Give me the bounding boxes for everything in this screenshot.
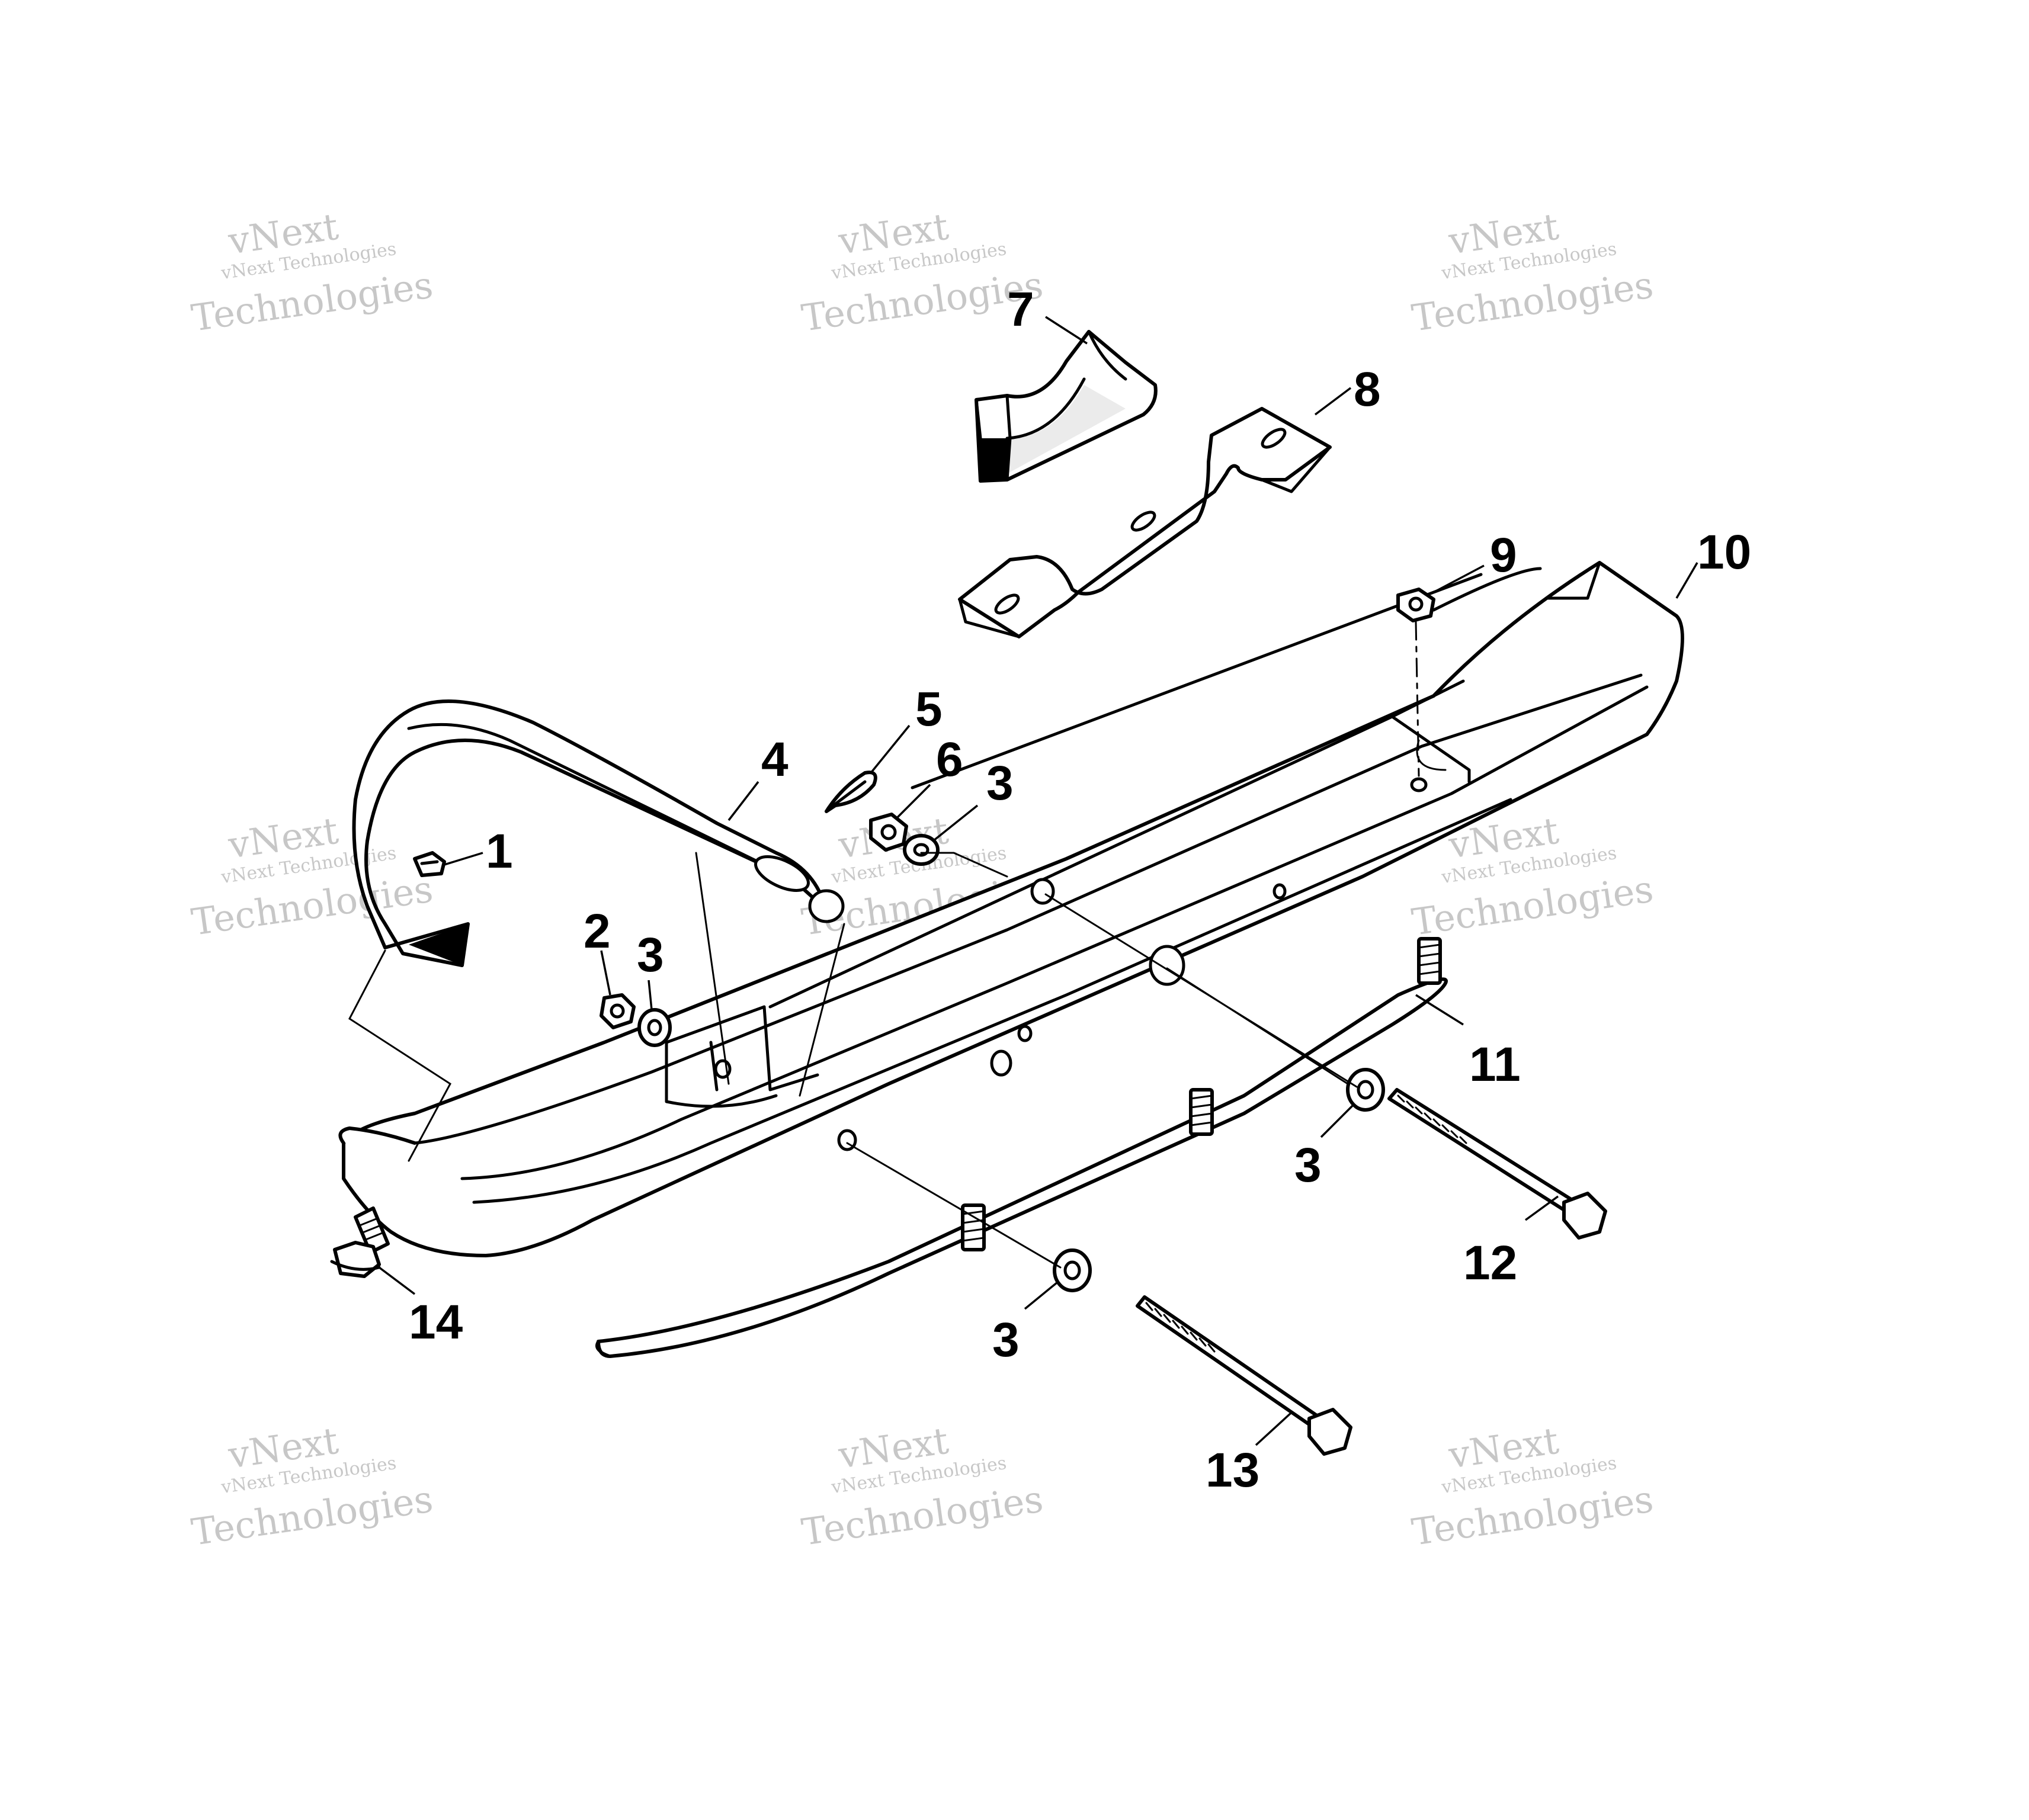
- callout-12: 12: [1463, 1236, 1517, 1290]
- watermark-tile: vNext vNext Technologies Technologies: [189, 1419, 435, 1554]
- part-cotter-pin: [825, 771, 877, 813]
- runner-stud: [1417, 937, 1442, 985]
- part-handle: [352, 699, 845, 967]
- watermark-tile: vNext vNext Technologies Technologies: [799, 1419, 1046, 1554]
- part-clip: [413, 851, 446, 877]
- part-bolt-12: [1387, 1088, 1607, 1240]
- part-runner: [595, 937, 1448, 1358]
- runner-stud: [1189, 1088, 1214, 1136]
- callout-leaders: [378, 316, 1698, 1446]
- callout-10: 10: [1697, 525, 1751, 579]
- watermark-tile: vNext vNext Technologies Technologies: [1409, 1419, 1656, 1554]
- part-washer: [637, 1008, 672, 1047]
- watermark-tile: vNext vNext Technologies Technologies: [1409, 205, 1656, 340]
- callout-4: 4: [761, 733, 788, 787]
- callout-3: 3: [1294, 1138, 1322, 1192]
- part-washer: [1053, 1248, 1092, 1292]
- callout-13: 13: [1206, 1443, 1259, 1497]
- callout-1: 1: [486, 824, 513, 878]
- callout-7: 7: [1007, 283, 1034, 336]
- assembly-lines: [348, 621, 1447, 1269]
- part-nut-9: [1396, 588, 1435, 622]
- part-nut-2: [600, 993, 636, 1029]
- callout-6: 6: [936, 733, 963, 787]
- callout-11: 11: [1469, 1038, 1521, 1092]
- callout-5: 5: [915, 682, 943, 736]
- part-saddle: [975, 330, 1158, 483]
- watermark-tile: vNext vNext Technologies Technologies: [189, 809, 435, 944]
- part-nut-6: [869, 813, 908, 852]
- part-washer: [1346, 1068, 1385, 1112]
- callout-8: 8: [1354, 362, 1381, 416]
- part-bolt-13: [1136, 1295, 1352, 1456]
- callout-3: 3: [637, 928, 664, 982]
- callout-14: 14: [409, 1295, 463, 1349]
- callout-3: 3: [992, 1313, 1020, 1367]
- callout-9: 9: [1490, 528, 1517, 582]
- watermark-group: vNext vNext Technologies Technologies vN…: [189, 205, 1656, 1554]
- runner-stud: [961, 1203, 986, 1251]
- callout-3: 3: [986, 756, 1014, 810]
- callout-2: 2: [584, 904, 611, 958]
- callout-labels: 1 2 3 4 5 6 3 7 8 9 10 11 3 12 3 13 14: [409, 283, 1751, 1497]
- watermark-tile: vNext vNext Technologies Technologies: [189, 205, 435, 340]
- part-strap: [958, 407, 1332, 638]
- part-bolt-14: [330, 1206, 390, 1278]
